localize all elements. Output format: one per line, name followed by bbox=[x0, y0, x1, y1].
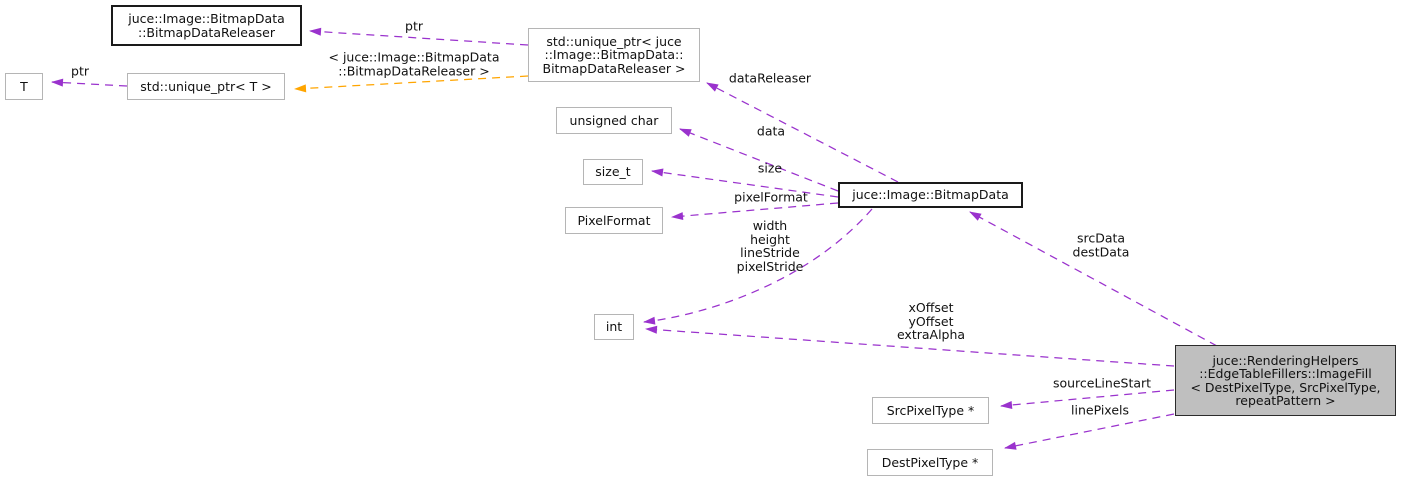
edge-ptr-left bbox=[51, 78, 128, 87]
edge-label-pixelformat: pixelFormat bbox=[734, 189, 808, 205]
edge-label-ptr-left: ptr bbox=[71, 63, 89, 79]
edge-dims bbox=[643, 208, 873, 325]
edge-label-offsets: xOffset yOffset extraAlpha bbox=[896, 299, 966, 342]
node-imagefill-main: juce::RenderingHelpers ::EdgeTableFiller… bbox=[1175, 345, 1396, 416]
edge-offsets bbox=[645, 325, 1175, 367]
edge-template-instantiation bbox=[294, 75, 529, 93]
edge-label-datareleaser: dataReleaser bbox=[728, 70, 812, 86]
node-pixelformat[interactable]: PixelFormat bbox=[565, 207, 663, 234]
edge-label-ptr-top: ptr bbox=[405, 18, 423, 34]
edge-srcdata-destdata bbox=[969, 211, 1218, 347]
node-srcpixeltype[interactable]: SrcPixelType * bbox=[872, 397, 989, 424]
edge-pixelformat bbox=[671, 202, 839, 221]
edge-label-size: size bbox=[757, 160, 783, 176]
edge-datareleaser bbox=[706, 82, 899, 183]
edge-label-dims: width height lineStride pixelStride bbox=[736, 218, 804, 274]
node-bitmapdata[interactable]: juce::Image::BitmapData bbox=[838, 182, 1023, 208]
edge-label-data: data bbox=[756, 123, 786, 139]
edge-label-template-args: < juce::Image::BitmapData ::BitmapDataRe… bbox=[328, 49, 500, 78]
edge-size bbox=[651, 168, 839, 198]
edge-data bbox=[679, 128, 839, 192]
node-size-t[interactable]: size_t bbox=[583, 159, 643, 185]
edge-ptr-top bbox=[309, 27, 529, 46]
edge-linepixels bbox=[1004, 413, 1175, 450]
edge-label-srcdata-destdata: srcData destData bbox=[1072, 230, 1130, 259]
node-unique-ptr-releaser[interactable]: std::unique_ptr< juce ::Image::BitmapDat… bbox=[528, 28, 700, 82]
edge-sourcelinestart bbox=[1000, 389, 1175, 409]
edge-label-linepixels: linePixels bbox=[1071, 402, 1129, 418]
node-destpixeltype[interactable]: DestPixelType * bbox=[867, 449, 993, 476]
node-unsigned-char[interactable]: unsigned char bbox=[556, 107, 672, 134]
edge-label-sourcelinestart: sourceLineStart bbox=[1052, 375, 1152, 391]
node-int[interactable]: int bbox=[594, 314, 634, 340]
node-t[interactable]: T bbox=[5, 73, 43, 100]
node-unique-ptr-t[interactable]: std::unique_ptr< T > bbox=[127, 73, 285, 100]
node-bitmapdatareleaser[interactable]: juce::Image::BitmapData ::BitmapDataRele… bbox=[111, 5, 302, 46]
